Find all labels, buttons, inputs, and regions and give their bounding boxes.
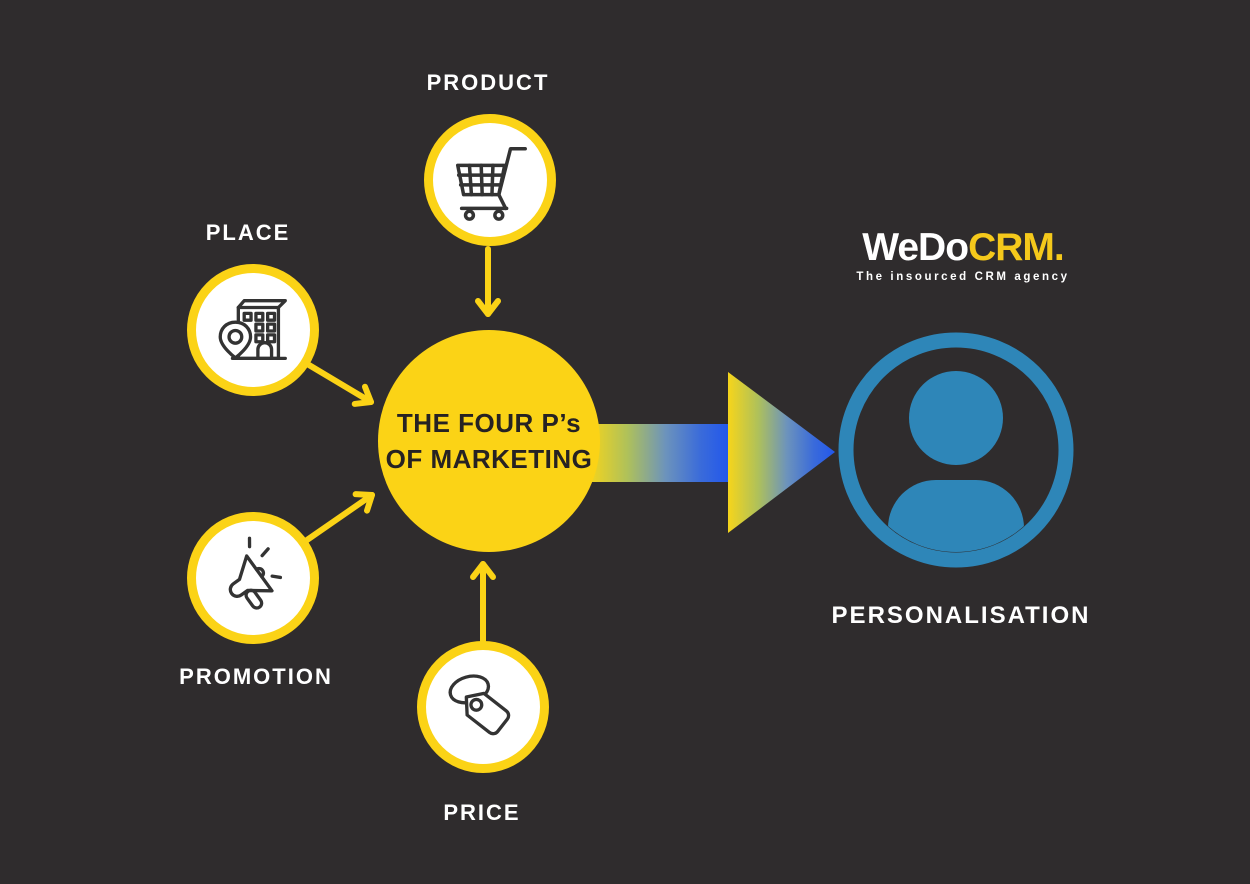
center-text-line2: OF MARKETING [385,444,593,474]
building-location-icon [218,299,287,361]
logo-tagline: The insourced CRM agency [856,271,1070,283]
personalisation-label: PERSONALISATION [831,602,1091,629]
megaphone-icon [228,536,283,610]
person-icon [838,332,1074,568]
shopping-cart-icon [455,146,527,221]
logo-wedo: WeDo [862,226,969,269]
promotion-label: PROMOTION [179,664,333,689]
place-label: PLACE [205,220,291,245]
price-tag-icon [448,674,511,736]
product-node [424,114,556,246]
logo-period: . [1053,226,1065,269]
arrow-place-to-center [306,362,374,407]
center-circle: THE FOUR P’s OF MARKETING [378,330,600,552]
product-label: PRODUCT [426,70,550,95]
center-text-line1: THE FOUR P’s [396,408,582,438]
price-label: PRICE [443,800,521,825]
logo-crm: CRM [968,226,1055,269]
wedocrm-logo: WeDoCRM. The insourced CRM agency [838,228,1088,284]
promotion-node [187,512,319,644]
gradient-result-arrow [588,372,835,533]
wedocrm-wordmark: WeDoCRM. [838,228,1088,268]
price-node [417,641,549,773]
place-node [187,264,319,396]
arrow-promotion-to-center [304,491,375,543]
